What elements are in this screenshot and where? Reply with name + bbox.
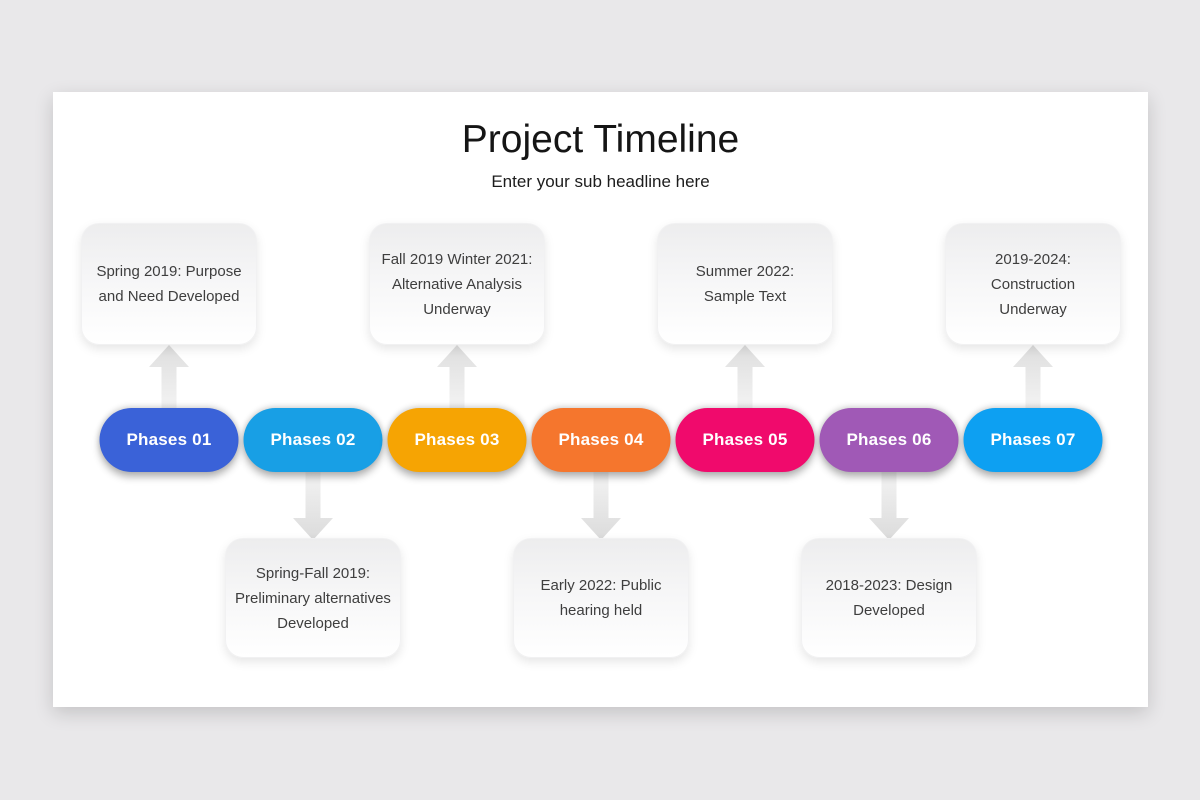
- note-text: 2018-2023: Design Developed: [825, 577, 953, 619]
- phase-pill-06: Phases 06: [819, 408, 959, 472]
- phase-pill-label: Phases 02: [270, 430, 356, 449]
- note-box-phase-05: Summer 2022: Sample Text: [657, 223, 833, 345]
- phase-pill-label: Phases 01: [126, 430, 212, 449]
- note-box-phase-04: Early 2022: Public hearing held: [513, 538, 689, 658]
- phase-pill-02: Phases 02: [243, 408, 383, 472]
- note-text: Spring-Fall 2019: Preliminary alternativ…: [235, 564, 391, 632]
- arrow-down-icon: [869, 462, 909, 540]
- phase-pill-label: Phases 04: [558, 430, 644, 449]
- arrow-up-icon: [437, 345, 477, 420]
- phase-pill-label: Phases 05: [702, 430, 788, 449]
- note-box-phase-06: 2018-2023: Design Developed: [801, 538, 977, 658]
- arrow-up-icon: [149, 345, 189, 420]
- note-box-phase-01: Spring 2019: Purpose and Need Developed: [81, 223, 257, 345]
- arrow-down-icon: [581, 462, 621, 540]
- arrow-up-icon: [725, 345, 765, 420]
- phase-pill-07: Phases 07: [963, 408, 1103, 472]
- phase-pill-05: Phases 05: [675, 408, 815, 472]
- note-text: Spring 2019: Purpose and Need Developed: [96, 263, 242, 305]
- note-box-phase-03: Fall 2019 Winter 2021: Alternative Analy…: [369, 223, 545, 345]
- note-box-phase-02: Spring-Fall 2019: Preliminary alternativ…: [225, 538, 401, 658]
- phase-pill-01: Phases 01: [99, 408, 239, 472]
- arrow-down-icon: [293, 462, 333, 540]
- slide-subtitle: Enter your sub headline here: [491, 172, 710, 191]
- phase-pill-03: Phases 03: [387, 408, 527, 472]
- note-text: Summer 2022: Sample Text: [695, 263, 795, 305]
- slide-canvas: Project Timeline Enter your sub headline…: [53, 92, 1148, 707]
- phase-pill-label: Phases 06: [846, 430, 932, 449]
- note-text: Fall 2019 Winter 2021: Alternative Analy…: [381, 250, 533, 318]
- phase-pill-label: Phases 07: [990, 430, 1076, 449]
- note-box-phase-07: 2019-2024: Construction Underway: [945, 223, 1121, 345]
- note-text: 2019-2024: Construction Underway: [990, 250, 1076, 318]
- note-text: Early 2022: Public hearing held: [540, 577, 662, 619]
- phase-pill-04: Phases 04: [531, 408, 671, 472]
- arrow-up-icon: [1013, 345, 1053, 420]
- phase-pill-label: Phases 03: [414, 430, 500, 449]
- slide-title: Project Timeline: [461, 118, 740, 161]
